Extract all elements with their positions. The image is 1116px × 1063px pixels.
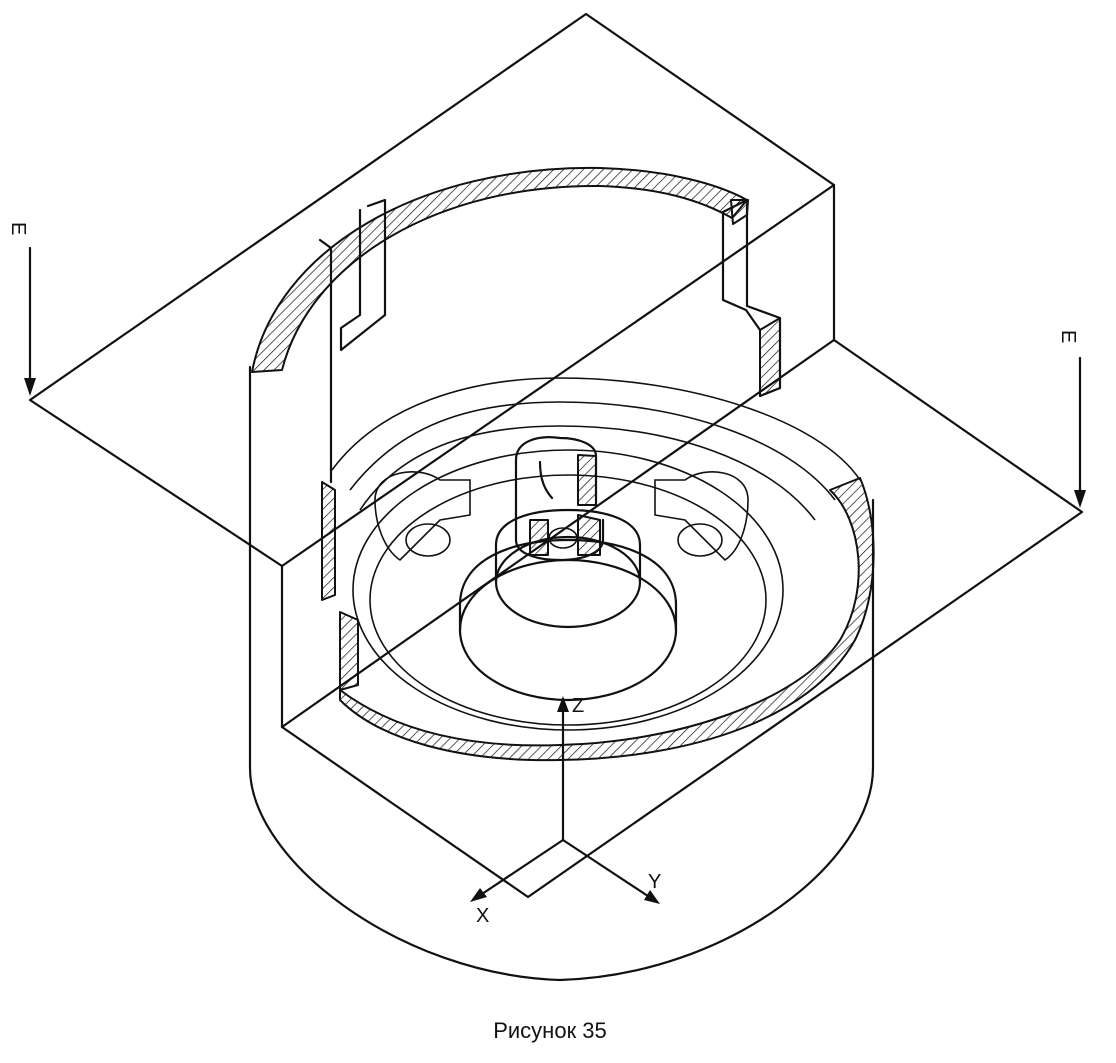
central-boss xyxy=(458,508,678,702)
mounting-lugs xyxy=(374,471,749,562)
back-wall-section xyxy=(251,166,782,484)
section-mark-right-label: E xyxy=(1057,330,1079,343)
central-sleeve xyxy=(514,436,605,562)
inner-rings xyxy=(331,377,861,731)
section-mark-left-label: E xyxy=(7,222,29,235)
axis-x-label: X xyxy=(476,905,489,927)
axis-z-label: Z xyxy=(572,695,584,717)
section-arrow-right xyxy=(1074,356,1086,508)
figure-caption: Рисунок 35 xyxy=(493,1018,607,1043)
section-arrow-left xyxy=(24,246,36,396)
axis-y-label: Y xyxy=(648,871,661,893)
section-planes xyxy=(28,12,1084,899)
front-wall-section xyxy=(321,477,875,762)
coordinate-axes xyxy=(470,696,660,904)
